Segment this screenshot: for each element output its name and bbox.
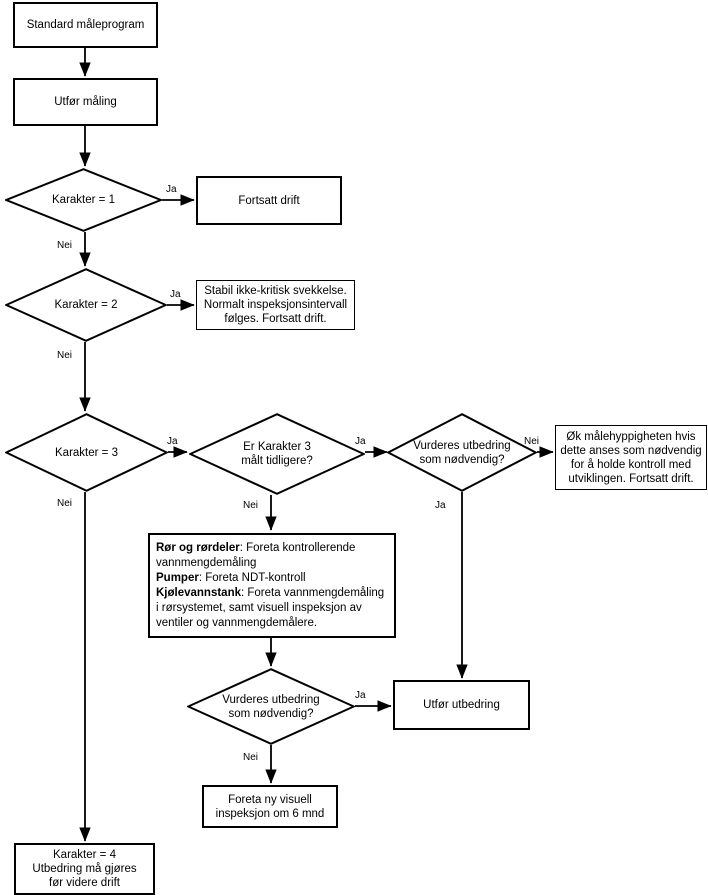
node-grade1-decision[interactable]: Karakter = 1 <box>5 168 162 232</box>
node-new-inspection-line1: Foreta ny visuell <box>228 793 312 806</box>
node-measured-before-line1: Er Karakter 3 <box>243 441 311 453</box>
node-measure[interactable]: Utfør måling <box>13 78 158 126</box>
node-continue-operation-label: Fortsatt drift <box>238 194 300 207</box>
node-grade2-decision[interactable]: Karakter = 2 <box>5 268 167 342</box>
node-repair-needed-top-line2: som nødvendig? <box>419 453 505 466</box>
node-grade4-line1: Karakter = 4 <box>53 849 116 861</box>
edge-label-grade2-no: Nei <box>57 350 73 361</box>
diamond-shape <box>189 413 365 495</box>
edge-label-measured-before-no: Nei <box>243 500 259 511</box>
diamond-shape <box>5 413 168 492</box>
node-stable-note-line3: følges. Fortsatt drift. <box>224 313 327 325</box>
node-start[interactable]: Standard måleprogram <box>13 2 158 48</box>
node-actions-bold1: Rør og rørdeler <box>156 541 240 554</box>
node-measured-before-line2: målt tidligere? <box>241 455 313 467</box>
node-measured-before-decision[interactable]: Er Karakter 3 målt tidligere? <box>189 413 365 495</box>
node-do-repair[interactable]: Utfør utbedring <box>393 680 530 730</box>
node-increase-frequency-line2: dette anses som nødvendig <box>560 444 702 457</box>
node-actions-text3c: ventiler og vannmengdemålere. <box>156 616 318 629</box>
node-repair-needed-bottom-line1: Vurderes utbedring <box>222 693 320 706</box>
edge-label-grade3-yes: Ja <box>167 436 178 447</box>
node-increase-frequency-line1: Øk målehyppigheten hvis <box>566 430 696 443</box>
edge-label-grade3-no: Nei <box>57 498 73 509</box>
edge-label-grade1-yes: Ja <box>166 184 177 195</box>
edge-label-grade1-no: Nei <box>57 240 73 251</box>
diamond-shape <box>387 413 537 492</box>
node-actions-text3: : Foreta vannmengdemåling <box>241 586 385 599</box>
node-actions-text1b: vannmengdemåling <box>156 556 257 569</box>
diamond-shape <box>187 668 355 745</box>
edge-label-repair-bottom-no: Nei <box>243 752 259 763</box>
node-repair-needed-top-line1: Vurderes utbedring <box>413 439 511 452</box>
node-start-label: Standard måleprogram <box>26 19 145 31</box>
node-grade3-decision[interactable]: Karakter = 3 <box>5 413 168 492</box>
edge-label-grade2-yes: Ja <box>170 289 181 300</box>
edge-label-repair-top-yes: Ja <box>435 500 446 511</box>
node-grade4[interactable]: Karakter = 4 Utbedring må gjøres før vid… <box>14 843 155 895</box>
node-increase-frequency-line3: for å holde kontroll med <box>570 458 692 471</box>
edge-label-repair-top-no: Nei <box>524 436 540 447</box>
edge-label-measured-before-yes: Ja <box>355 436 366 447</box>
node-actions-text1: : Foreta kontrollerende <box>239 541 356 554</box>
node-grade1-label: Karakter = 1 <box>52 194 115 206</box>
node-stable-note[interactable]: Stabil ikke-kritisk svekkelse. Normalt i… <box>196 280 355 330</box>
node-do-repair-label: Utfør utbedring <box>423 699 500 711</box>
node-repair-needed-bottom-line2: som nødvendig? <box>228 707 314 720</box>
node-grade4-line3: før videre drift <box>49 877 120 889</box>
diamond-shape <box>5 168 162 232</box>
node-stable-note-line2: Normalt inspeksjonsintervall <box>203 299 348 311</box>
node-grade2-label: Karakter = 2 <box>54 299 118 311</box>
node-repair-needed-top-decision[interactable]: Vurderes utbedring som nødvendig? <box>387 413 537 492</box>
node-increase-frequency-line4: utviklingen. Fortsatt drift. <box>568 472 694 485</box>
node-repair-needed-bottom-decision[interactable]: Vurderes utbedring som nødvendig? <box>187 668 355 745</box>
node-stable-note-line1: Stabil ikke-kritisk svekkelse. <box>204 285 347 297</box>
node-grade4-line2: Utbedring må gjøres <box>32 863 137 875</box>
node-grade3-label: Karakter = 3 <box>55 446 118 459</box>
node-new-inspection-line2: inspeksjon om 6 mnd <box>215 807 325 820</box>
node-new-inspection[interactable]: Foreta ny visuell inspeksjon om 6 mnd <box>202 785 338 828</box>
node-measure-label: Utfør måling <box>54 96 117 108</box>
node-actions-text3b: i rørsystemet, samt visuell inspeksjon a… <box>156 601 362 614</box>
node-actions-text2: : Foreta NDT-kontroll <box>198 571 306 584</box>
node-increase-frequency-note[interactable]: Øk målehyppigheten hvis dette anses som … <box>555 425 707 490</box>
node-actions-note[interactable]: Rør og rørdeler: Foreta kontrollerende v… <box>148 533 396 638</box>
diamond-shape <box>5 268 167 342</box>
node-actions-bold3: Kjølevannstank <box>156 586 241 599</box>
node-actions-bold2: Pumper <box>156 571 199 584</box>
node-continue-operation[interactable]: Fortsatt drift <box>196 176 342 225</box>
edge-label-repair-bottom-yes: Ja <box>355 690 366 701</box>
